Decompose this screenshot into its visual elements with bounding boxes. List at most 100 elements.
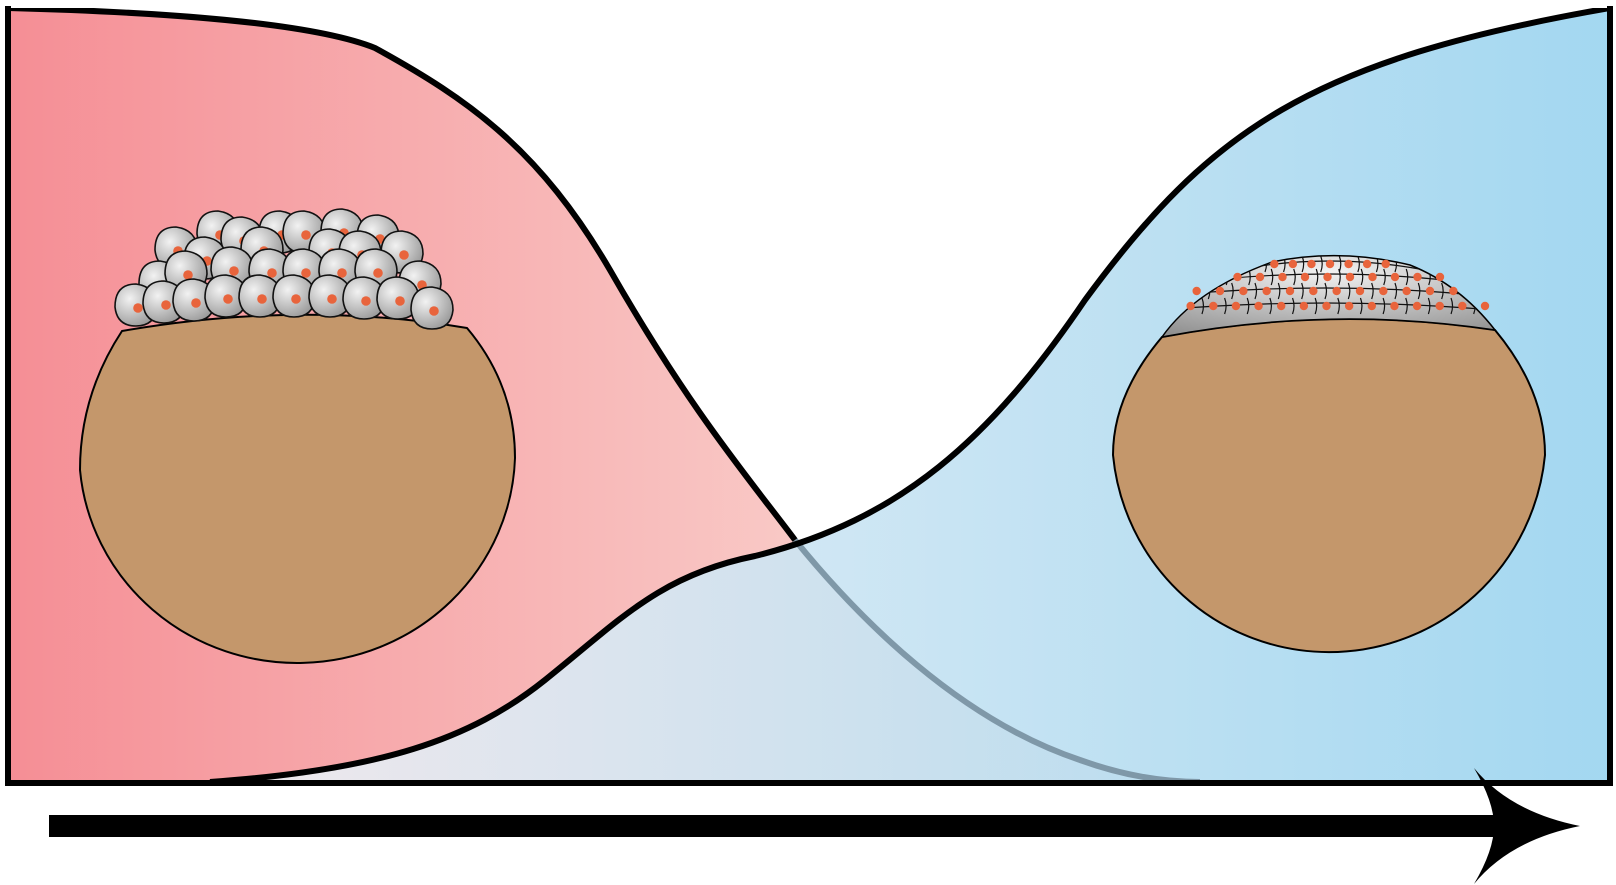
nucleus-icon <box>1412 301 1422 311</box>
nucleus-icon <box>1209 301 1218 311</box>
left-curve <box>8 8 798 542</box>
nucleus-icon <box>1231 301 1241 311</box>
time-arrow <box>49 768 1580 884</box>
nucleus-icon <box>133 303 143 313</box>
cell-wall <box>1405 297 1408 315</box>
nucleus-icon <box>429 306 439 316</box>
nucleus-icon <box>1402 286 1411 296</box>
nucleus-icon <box>1285 286 1295 296</box>
nucleus-icon <box>257 294 267 304</box>
nucleus-icon <box>1299 301 1309 311</box>
nucleus-icon <box>1344 259 1353 269</box>
cell-wall <box>1315 268 1319 286</box>
nucleus-icon <box>1239 286 1248 296</box>
cell-wall <box>1394 282 1398 300</box>
nucleus-icon <box>1300 272 1310 282</box>
nucleus-icon <box>161 300 171 310</box>
nucleus-icon <box>373 268 383 278</box>
cell-wall <box>1320 255 1323 273</box>
cell-wall <box>1405 268 1409 286</box>
cell-wall <box>1338 268 1341 286</box>
nucleus-icon <box>1277 301 1286 311</box>
cell-wall <box>1450 297 1454 315</box>
nucleus-icon <box>1425 286 1435 296</box>
cell-wall <box>1347 282 1351 300</box>
nucleus-icon <box>1262 286 1271 296</box>
nucleus-icon <box>1379 286 1388 296</box>
nucleus-icon <box>1362 259 1372 269</box>
cell-wall <box>1324 282 1328 300</box>
nucleus-icon <box>1192 286 1201 296</box>
cell-wall <box>1360 268 1364 286</box>
nucleus-icon <box>1449 286 1458 296</box>
nucleus-icon <box>1233 272 1242 282</box>
cell-wall <box>1357 255 1360 273</box>
cell-wall <box>1441 282 1444 300</box>
nucleus-icon <box>1390 301 1399 311</box>
plot-frame <box>5 6 1613 786</box>
nucleus-icon <box>223 294 233 304</box>
cell-wall <box>1301 282 1304 300</box>
nucleus-icon <box>1309 286 1318 296</box>
nucleus-icon <box>399 250 409 260</box>
cell-wall <box>1277 282 1281 300</box>
cell-wall <box>1201 297 1205 315</box>
cell-wall <box>1246 297 1250 315</box>
cell-wall <box>1254 282 1258 300</box>
nucleus-icon <box>1413 272 1422 282</box>
nucleus-icon <box>1345 272 1355 282</box>
nucleus-icon <box>191 298 201 308</box>
cell-wall <box>1382 297 1386 315</box>
cell-wall <box>1270 268 1274 286</box>
time-arrow-shaft <box>49 815 1504 837</box>
nucleus-icon <box>1254 301 1263 311</box>
nucleus-icon <box>1367 301 1376 311</box>
nucleus-icon <box>1278 272 1287 282</box>
cell-wall <box>1359 297 1363 315</box>
left-curve-faded-segment <box>792 538 1201 783</box>
cell-wall <box>1293 268 1296 286</box>
nucleus-icon <box>1435 272 1445 282</box>
nucleus-icon <box>1307 259 1316 269</box>
right-curve <box>209 8 1610 783</box>
nucleus-icon <box>183 270 193 280</box>
nucleus-icon <box>301 268 311 278</box>
right-embryo <box>1111 254 1547 654</box>
cell-wall <box>1314 297 1318 315</box>
nucleus-icon <box>1368 272 1377 282</box>
left-embryo <box>78 208 517 664</box>
cell-wall <box>1337 297 1340 315</box>
cell-wall <box>1371 282 1374 300</box>
nucleus-icon <box>1480 301 1490 311</box>
nucleus-icon <box>1270 259 1279 269</box>
cell-wall <box>1383 268 1386 286</box>
cell-wall <box>1301 255 1305 273</box>
nucleus-icon <box>1381 259 1390 269</box>
cell-wall <box>1291 297 1295 315</box>
nucleus-icon <box>361 296 371 306</box>
cell-wall <box>1427 297 1431 315</box>
nucleus-icon <box>1186 301 1195 311</box>
cell-wall <box>1269 297 1272 315</box>
nucleus-icon <box>337 268 347 278</box>
nucleus-icon <box>327 294 337 304</box>
nucleus-icon <box>1355 286 1365 296</box>
right-arrow-icon <box>1474 768 1580 884</box>
nucleus-icon <box>1458 301 1467 311</box>
nucleus-icon <box>1344 301 1354 311</box>
nucleus-icon <box>229 266 239 276</box>
cell-wall <box>1417 282 1421 300</box>
nucleus-icon <box>267 268 277 278</box>
nucleus-icon <box>1323 272 1332 282</box>
right-embryo-nuclei <box>1186 259 1490 311</box>
left-embryo-round-cell-cluster-icon <box>114 208 454 330</box>
nucleus-icon <box>395 296 405 306</box>
nucleus-icon <box>1325 259 1335 269</box>
cell-wall <box>1224 297 1227 315</box>
nucleus-icon <box>1288 259 1298 269</box>
nucleus-icon <box>1255 272 1265 282</box>
nucleus-icon <box>291 294 301 304</box>
nucleus-icon <box>1390 272 1400 282</box>
cell-wall <box>1231 282 1234 300</box>
